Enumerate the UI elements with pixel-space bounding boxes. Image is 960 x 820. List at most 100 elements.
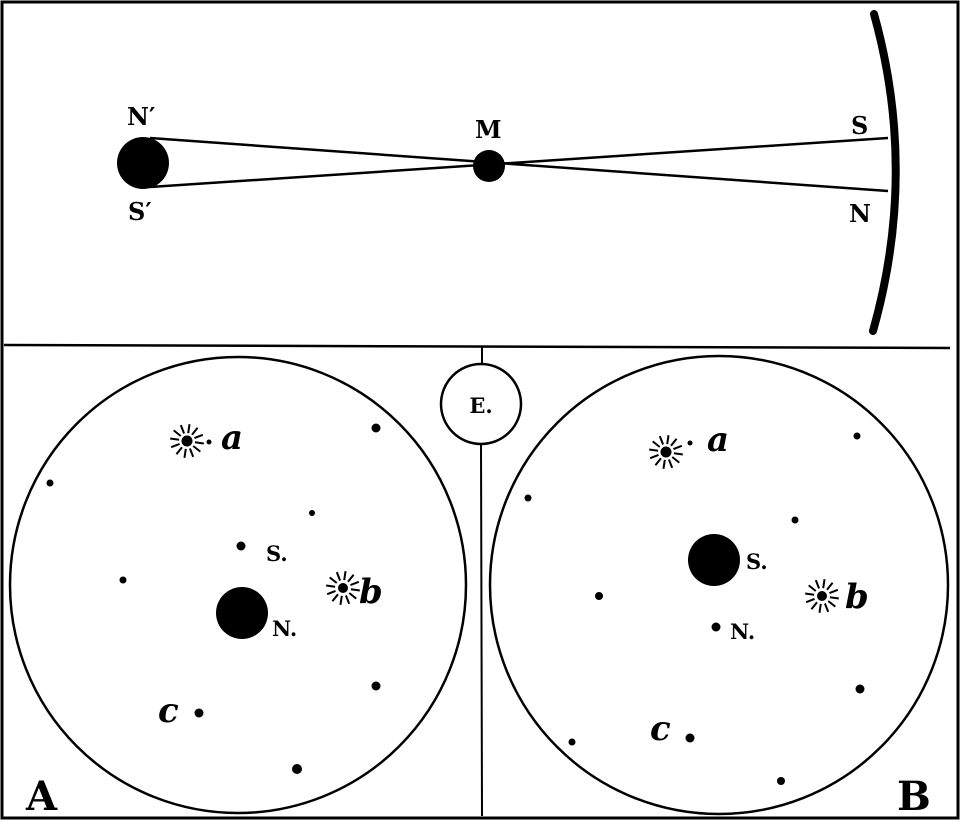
star-ray: [348, 592, 357, 600]
star-ray: [335, 571, 342, 581]
star-ray: [194, 433, 204, 440]
top-panel: N′ S′ M S N: [117, 10, 900, 335]
star-ray: [649, 448, 659, 452]
star-ray: [805, 592, 815, 596]
earth-label: E.: [469, 393, 492, 418]
star-ray: [829, 596, 839, 600]
star-ray: [344, 595, 351, 605]
star-ray: [654, 457, 662, 466]
field-star: [595, 592, 603, 600]
star-a-label: a: [221, 418, 243, 458]
label-n-prime: N′: [127, 102, 155, 131]
star-b-core: [817, 591, 827, 601]
star-ray: [326, 584, 336, 588]
star-ray: [170, 437, 180, 441]
star-n-b: [711, 622, 721, 632]
star-ray: [188, 448, 195, 458]
star-ray: [331, 593, 339, 602]
star-ray: [805, 597, 815, 604]
star-ray: [822, 579, 826, 589]
star-a-burst: [170, 424, 204, 458]
field-star: [371, 423, 381, 433]
celestial-sphere-arc: [869, 10, 900, 335]
field-star: [292, 764, 302, 774]
field-star: [853, 432, 861, 440]
star-ray: [670, 438, 678, 447]
field-star: [309, 510, 315, 516]
horizontal-divider: [3, 343, 951, 350]
star-ray: [673, 452, 683, 456]
label-s-prime: S′: [128, 197, 152, 226]
star-ray: [192, 445, 201, 453]
star-a-core: [660, 446, 672, 458]
star-ray: [829, 588, 839, 595]
star-c-a: [194, 708, 204, 718]
star-ray: [326, 589, 336, 596]
label-n: N: [849, 199, 871, 228]
field-star: [568, 738, 576, 746]
star-ray: [827, 600, 836, 608]
star-b-core: [338, 583, 348, 593]
field-star: [119, 576, 127, 584]
field-of-view-b: [488, 354, 950, 816]
star-ray: [339, 595, 343, 605]
star-b-label: b: [845, 577, 869, 617]
star-b-burst: [805, 579, 839, 613]
star-ray: [173, 429, 182, 437]
star-ray: [187, 424, 191, 434]
field-star: [855, 684, 865, 694]
star-ray: [350, 588, 360, 592]
panel-a: a b N. S. c A: [8, 355, 468, 820]
star-ray: [667, 459, 674, 469]
star-ray: [170, 442, 180, 449]
field-star: [777, 777, 785, 785]
planet-disc: [117, 137, 169, 189]
star-c-label-a: c: [158, 691, 179, 731]
earth-marker: E.: [439, 362, 523, 446]
star-ray: [823, 603, 830, 613]
star-ray: [808, 584, 817, 592]
star-c-label-b: c: [650, 709, 671, 749]
planet-disc-b: [688, 534, 740, 586]
star-a-dot: [687, 440, 693, 446]
star-ray: [350, 580, 360, 587]
star-c-b: [685, 733, 695, 743]
sight-line-upper: [149, 136, 889, 193]
star-a-label: a: [707, 420, 729, 460]
sight-line-lower: [149, 136, 889, 189]
star-ray: [673, 444, 683, 451]
planet-disc-a: [216, 587, 268, 639]
star-ray: [347, 574, 355, 583]
star-a-dot: [206, 439, 212, 445]
star-ray: [329, 576, 338, 584]
star-b-burst: [326, 571, 360, 605]
moon-disc: [473, 150, 505, 182]
star-ray: [343, 571, 347, 581]
star-ray: [666, 435, 670, 445]
star-ray: [658, 435, 665, 445]
star-a-core: [181, 435, 193, 447]
star-ray: [191, 427, 199, 436]
label-s: S: [851, 111, 868, 140]
label-n-b: N.: [730, 619, 755, 644]
earth-circle: [439, 362, 523, 446]
star-ray: [814, 579, 821, 589]
field-star: [46, 479, 54, 487]
star-ray: [649, 453, 659, 460]
star-ray: [671, 456, 680, 464]
star-s-a: [236, 541, 246, 551]
panel-b: a b S. N. c B: [488, 354, 950, 820]
field-star: [371, 681, 381, 691]
label-s-b: S.: [746, 549, 768, 574]
star-ray: [175, 446, 183, 455]
star-ray: [179, 424, 186, 434]
star-ray: [652, 440, 661, 448]
label-s-a: S.: [266, 541, 288, 566]
star-ray: [662, 459, 666, 469]
panel-b-letter: B: [897, 773, 931, 820]
panel-a-letter: A: [25, 773, 58, 820]
star-a-burst: [649, 435, 683, 469]
star-ray: [818, 603, 822, 613]
